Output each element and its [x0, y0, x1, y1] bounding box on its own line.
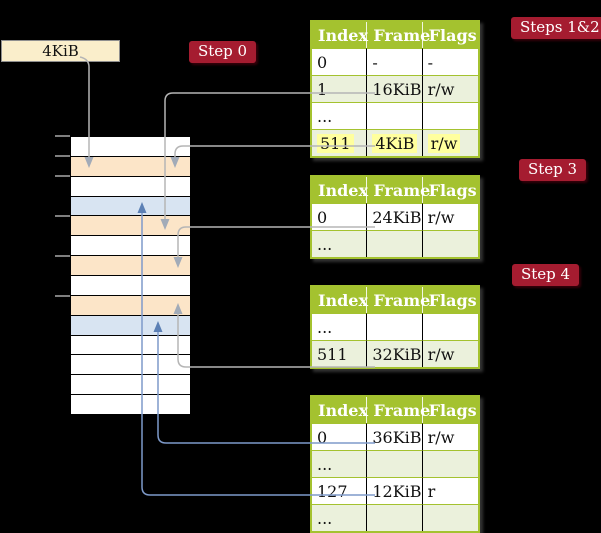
- table-cell: r/w: [422, 340, 478, 367]
- table-cell: r/w: [422, 423, 478, 450]
- table-cell: r/w: [422, 75, 478, 102]
- table-cell: [422, 450, 478, 477]
- column-header-frame: Frame: [367, 397, 430, 423]
- table-cell: 511: [312, 340, 368, 367]
- highlighted-value: r/w: [427, 133, 461, 153]
- table-row: ...: [312, 230, 478, 257]
- table-cell: ...: [312, 504, 368, 531]
- steps-1-2-label: Steps 1&2: [511, 17, 601, 39]
- memory-row-1: [71, 137, 190, 157]
- table-row: 0--: [312, 48, 478, 75]
- table-cell: r/w: [422, 129, 478, 156]
- table-cell: 127: [312, 477, 368, 504]
- table-cell: 0: [312, 423, 368, 450]
- table-cell: [422, 102, 478, 129]
- memory-tick: [55, 255, 70, 257]
- table-cell: [367, 504, 423, 531]
- memory-row-3: [71, 176, 190, 197]
- table-cell: [422, 504, 478, 531]
- column-header-index: Index: [312, 22, 368, 48]
- memory-row-2: [71, 156, 190, 177]
- memory-row-14: [71, 395, 190, 415]
- table-cell: [422, 313, 478, 340]
- table-cell: 36KiB: [367, 423, 423, 450]
- column-header-flags: Flags: [422, 397, 478, 423]
- column-header-frame: Frame: [367, 177, 430, 203]
- table-cell: ...: [312, 102, 368, 129]
- table-cell: [367, 450, 423, 477]
- highlighted-value: 511: [317, 133, 354, 153]
- table-cell: 4KiB: [367, 129, 423, 156]
- memory-row-10: [71, 315, 190, 336]
- 4kib-box-label: 4KiB: [42, 42, 79, 60]
- column-header-frame: Frame: [367, 22, 430, 48]
- column-header-index: Index: [312, 177, 368, 203]
- memory-row-9: [71, 295, 190, 316]
- memory-tick: [55, 135, 70, 137]
- step-4-label: Step 4: [512, 264, 580, 286]
- table-cell: [367, 230, 423, 257]
- table-cell: -: [367, 48, 423, 75]
- memory-row-13: [71, 375, 190, 396]
- table-row: ...: [312, 450, 478, 477]
- table-cell: 12KiB: [367, 477, 423, 504]
- table-cell: r/w: [422, 203, 478, 230]
- column-header-flags: Flags: [422, 287, 478, 313]
- memory-row-8: [71, 276, 190, 296]
- table-row: ...: [312, 102, 478, 129]
- 4kib-box: 4KiB: [1, 40, 120, 62]
- memory-tick: [55, 175, 70, 177]
- step-0-label: Step 0: [189, 41, 257, 63]
- memory-row-7: [71, 256, 190, 277]
- table-row: 511 4KiB r/w: [312, 129, 478, 156]
- memory-row-6: [71, 236, 190, 257]
- table-cell: 16KiB: [367, 75, 423, 102]
- table-cell: [422, 230, 478, 257]
- table-row: ...: [312, 504, 478, 531]
- table-cell: [367, 102, 423, 129]
- memory-row-12: [71, 355, 190, 376]
- memory-tick: [55, 215, 70, 217]
- memory-row-5: [71, 216, 190, 237]
- table-cell: 511: [312, 129, 368, 156]
- table-cell: -: [422, 48, 478, 75]
- memory-row-11: [71, 335, 190, 356]
- table-cell: ...: [312, 450, 368, 477]
- table-row: ...: [312, 313, 478, 340]
- table-cell: 32KiB: [367, 340, 423, 367]
- table-cell: ...: [312, 230, 368, 257]
- table-cell: r: [422, 477, 478, 504]
- table-cell: ...: [312, 313, 368, 340]
- column-header-flags: Flags: [422, 22, 478, 48]
- table-cell: 24KiB: [367, 203, 423, 230]
- highlighted-value: 4KiB: [372, 133, 418, 153]
- column-header-index: Index: [312, 397, 368, 423]
- table-cell: 0: [312, 203, 368, 230]
- table-cell: 0: [312, 48, 368, 75]
- memory-column: [70, 136, 191, 415]
- column-header-frame: Frame: [367, 287, 430, 313]
- memory-tick: [55, 155, 70, 157]
- table-cell: [367, 313, 423, 340]
- column-header-index: Index: [312, 287, 368, 313]
- memory-row-4: [71, 196, 190, 217]
- memory-tick: [55, 295, 70, 297]
- table-cell: 1: [312, 75, 368, 102]
- column-header-flags: Flags: [422, 177, 478, 203]
- step-3-label: Step 3: [519, 159, 587, 181]
